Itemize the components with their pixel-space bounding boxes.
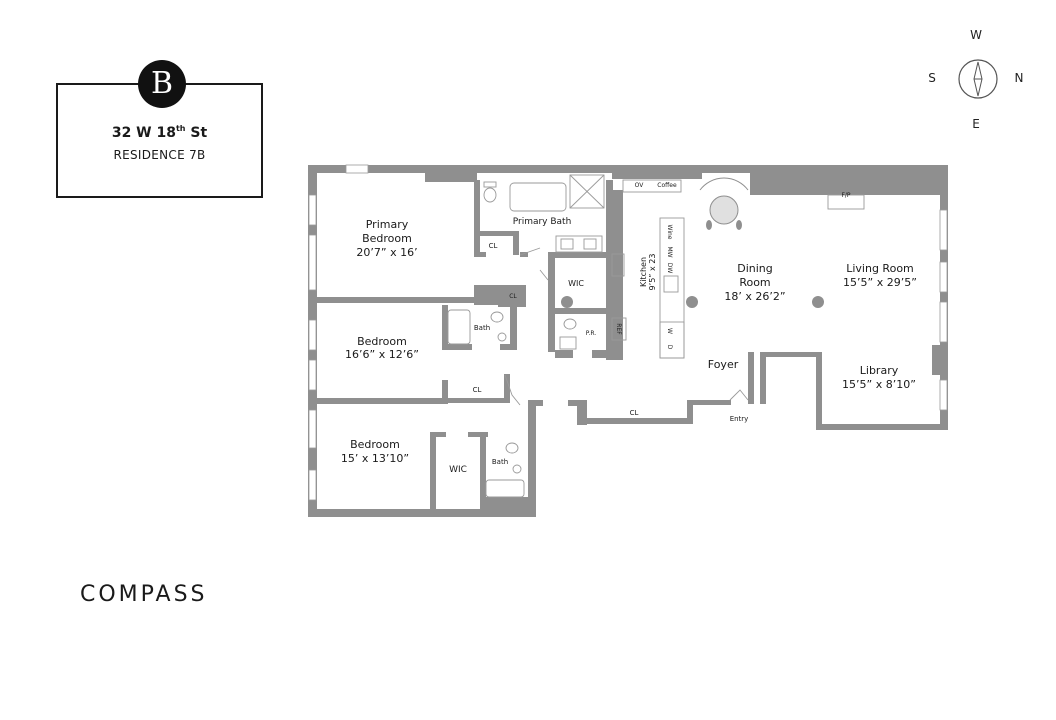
bedroom3-dims: 15’ x 13’10”	[341, 452, 409, 465]
refrigerator-label: REF	[615, 323, 622, 335]
living-room-label: Living Room	[846, 262, 914, 275]
bedroom2-closet-label: CL	[473, 386, 482, 394]
logo-letter: B	[150, 66, 174, 101]
dining-label-2: Room	[739, 276, 770, 289]
small-closet-label: CL	[509, 293, 517, 300]
microwave-label: MW	[666, 246, 673, 257]
compass-south-label: S	[928, 71, 936, 85]
column-icon	[561, 296, 573, 308]
residence-label: RESIDENCE 7B	[113, 148, 206, 162]
address-sup: th	[175, 124, 186, 133]
library-label: Library	[860, 364, 899, 377]
primary-bedroom-label: Primary	[366, 218, 409, 231]
foyer-closet-label: CL	[630, 409, 639, 417]
kitchen-label: Kitchen	[639, 257, 648, 287]
address-suffix: St	[185, 125, 208, 141]
kitchen-dims: 9’5” x 23	[648, 254, 657, 291]
compass-west-label: W	[970, 28, 982, 42]
foyer-label: Foyer	[708, 358, 739, 371]
library-dims: 15’5” x 8’10”	[842, 378, 916, 391]
entry-label: Entry	[730, 415, 749, 423]
dryer-label: D	[666, 345, 673, 350]
fireplace-label: F/P	[841, 192, 850, 199]
compass-brand-logo: COMPASS	[80, 582, 208, 607]
brand-logo: B	[138, 60, 186, 108]
compass-icon	[958, 59, 998, 99]
banquette-icon	[699, 177, 749, 191]
primary-bath-label: Primary Bath	[513, 217, 572, 227]
property-address: 32 W 18th St	[56, 124, 263, 141]
coffee-label: Coffee	[657, 182, 677, 189]
fixtures	[447, 174, 865, 498]
compass-north-label: N	[1014, 71, 1024, 85]
living-room-dims: 15’5” x 29’5”	[843, 276, 917, 289]
column-icon	[812, 296, 824, 308]
compass-east-label: E	[972, 117, 980, 131]
dining-dims: 18’ x 26’2”	[724, 290, 785, 303]
bath3-label: Bath	[492, 458, 508, 466]
wine-label: Wine	[666, 225, 673, 240]
bedroom2-dims: 16’6” x 12’6”	[345, 348, 419, 361]
door-swings	[504, 247, 749, 406]
wic-bedroom3-label: WIC	[449, 465, 467, 475]
dining-label: Dining	[737, 262, 773, 275]
bedroom2-label: Bedroom	[357, 335, 407, 348]
primary-bedroom-dims: 20’7” x 16’	[356, 246, 417, 259]
dishwasher-label: DW	[666, 263, 673, 274]
wic-primary-label: WIC	[568, 279, 584, 288]
oven-label: OV	[635, 182, 645, 189]
address-main: 32 W 18	[111, 125, 176, 141]
primary-closet-label: CL	[489, 242, 498, 250]
bedroom3-label: Bedroom	[350, 438, 400, 451]
bath2-label: Bath	[474, 324, 490, 332]
windows	[308, 164, 948, 501]
powder-room-label: P.R.	[586, 330, 597, 337]
washer-label: W	[666, 328, 673, 334]
primary-bedroom-label-2: Bedroom	[362, 232, 412, 245]
column-icon	[686, 296, 698, 308]
